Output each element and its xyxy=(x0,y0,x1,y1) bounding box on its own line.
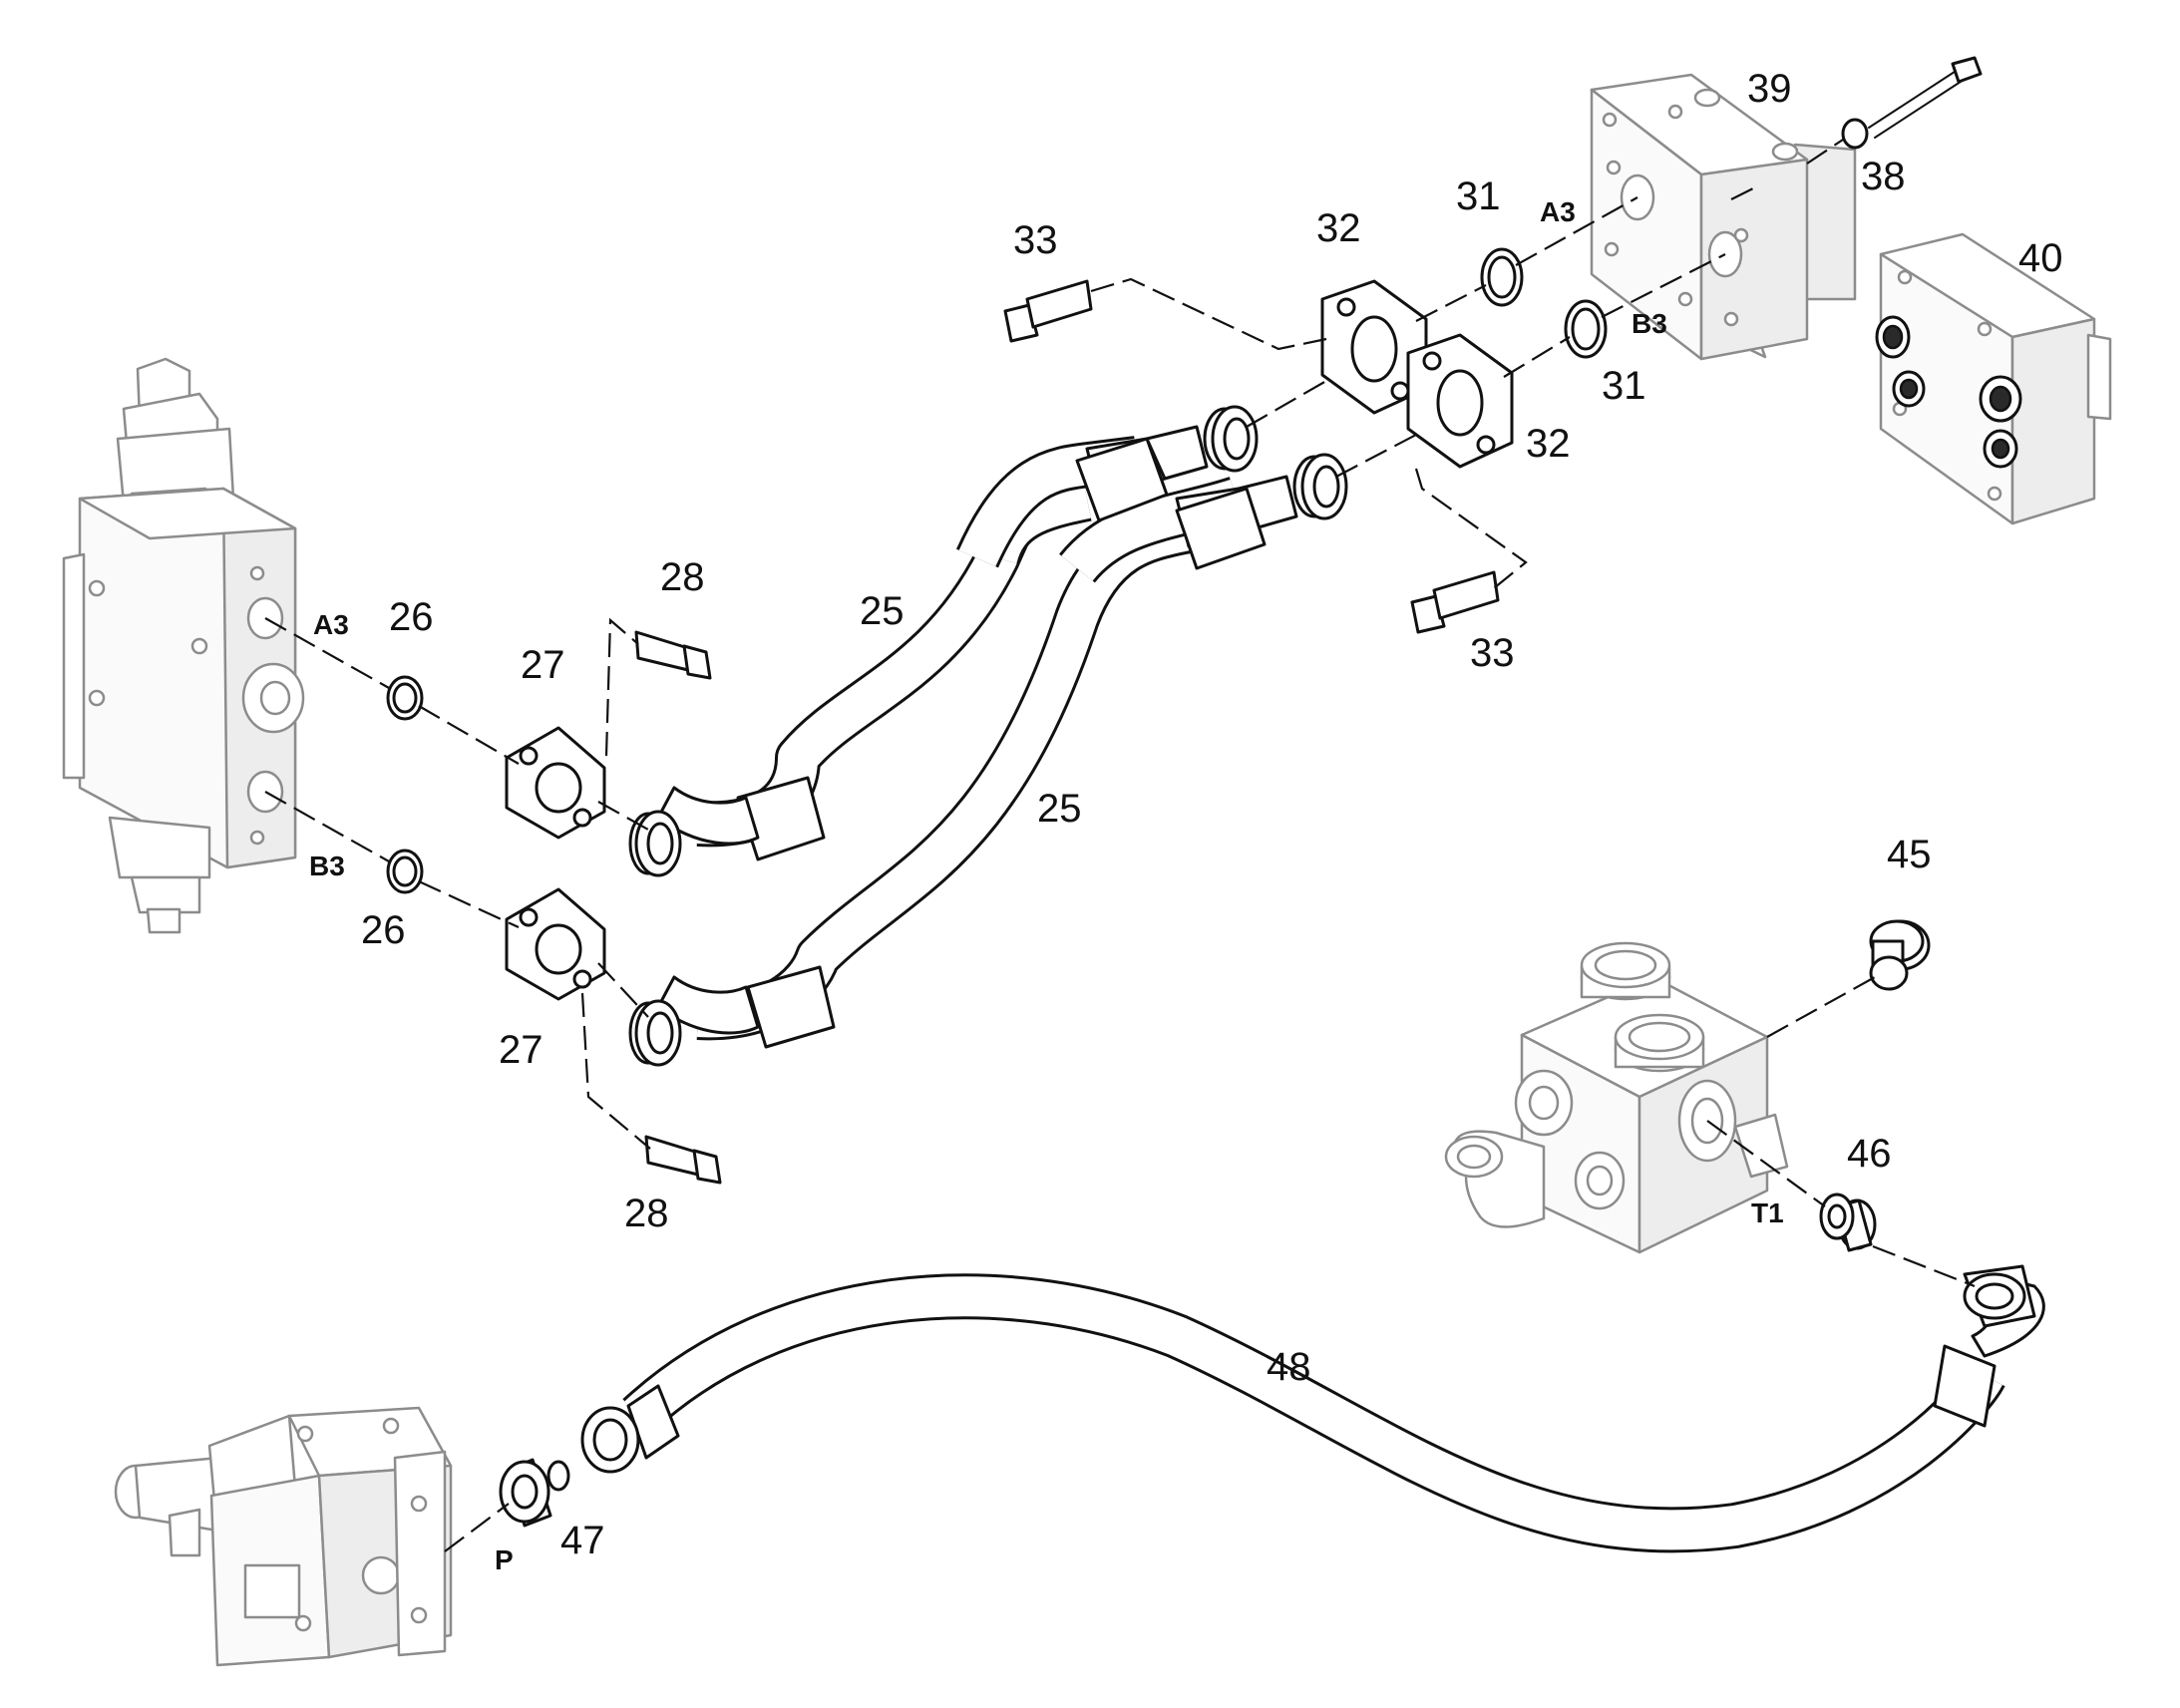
left-valve-block xyxy=(62,357,305,934)
callout-45: 45 xyxy=(1887,833,1932,876)
callout-33-lower: 33 xyxy=(1470,631,1515,675)
flange-plate-39 xyxy=(1590,73,1857,361)
hose-48 xyxy=(580,1264,2045,1553)
port-label-p: P xyxy=(495,1544,514,1575)
callout-25-upper: 25 xyxy=(860,589,905,633)
callout-31-upper: 31 xyxy=(1456,174,1501,218)
port-label-a3-right: A3 xyxy=(1540,196,1576,227)
callout-27-upper: 27 xyxy=(521,643,565,687)
seal-26-upper xyxy=(386,675,424,721)
adapter-47 xyxy=(499,1458,570,1528)
seal-26-lower xyxy=(386,849,424,894)
callout-28-lower: 28 xyxy=(624,1192,669,1235)
split-flange-27-lower xyxy=(505,887,606,1001)
bolt-28-lower xyxy=(644,1135,722,1185)
callout-40: 40 xyxy=(2018,236,2063,280)
split-flange-27-upper xyxy=(505,726,606,840)
callout-48: 48 xyxy=(1267,1345,1311,1389)
callout-26-lower: 26 xyxy=(361,908,406,952)
seal-31-lower xyxy=(1564,299,1608,359)
bolt-38 xyxy=(1841,56,1983,150)
hose-elbow-upper-left xyxy=(628,786,760,877)
callout-32-lower: 32 xyxy=(1526,422,1571,466)
bolt-33-lower xyxy=(1410,570,1500,634)
split-flange-32-upper xyxy=(1320,279,1428,415)
manifold-block xyxy=(1444,941,1789,1254)
port-label-t1: T1 xyxy=(1751,1197,1784,1228)
callout-labels: 25 25 26 26 27 27 28 28 31 31 32 32 33 3… xyxy=(361,67,2063,1562)
callout-28-upper: 28 xyxy=(660,555,705,599)
leader-lines xyxy=(264,139,1976,1552)
port-label-a3-left: A3 xyxy=(313,609,349,640)
callout-39: 39 xyxy=(1747,67,1792,111)
port-labels: A3 B3 A3 B3 T1 P xyxy=(309,196,1784,1575)
hose-sleeves xyxy=(736,437,1267,1049)
callout-32-upper: 32 xyxy=(1316,206,1361,250)
port-label-b3-left: B3 xyxy=(309,851,345,881)
plug-45 xyxy=(1869,919,1931,991)
seal-31-upper xyxy=(1480,247,1524,307)
callout-27-lower: 27 xyxy=(499,1028,544,1072)
split-flange-32-lower xyxy=(1406,333,1514,469)
callout-46: 46 xyxy=(1847,1132,1892,1176)
callout-47: 47 xyxy=(560,1519,605,1562)
callout-26-upper: 26 xyxy=(389,595,434,639)
valve-block-40 xyxy=(1875,232,2112,525)
callout-31-lower: 31 xyxy=(1602,364,1646,408)
bolt-28-upper xyxy=(634,630,712,680)
hose-elbow-lower-left xyxy=(628,975,760,1067)
port-label-b3-right: B3 xyxy=(1632,308,1667,339)
solenoid-valve xyxy=(114,1406,453,1667)
adapter-46 xyxy=(1819,1193,1877,1252)
bolt-33-upper xyxy=(1003,279,1093,343)
callout-38: 38 xyxy=(1861,155,1906,198)
callout-33-upper: 33 xyxy=(1013,218,1058,262)
callout-25-lower: 25 xyxy=(1037,787,1082,831)
